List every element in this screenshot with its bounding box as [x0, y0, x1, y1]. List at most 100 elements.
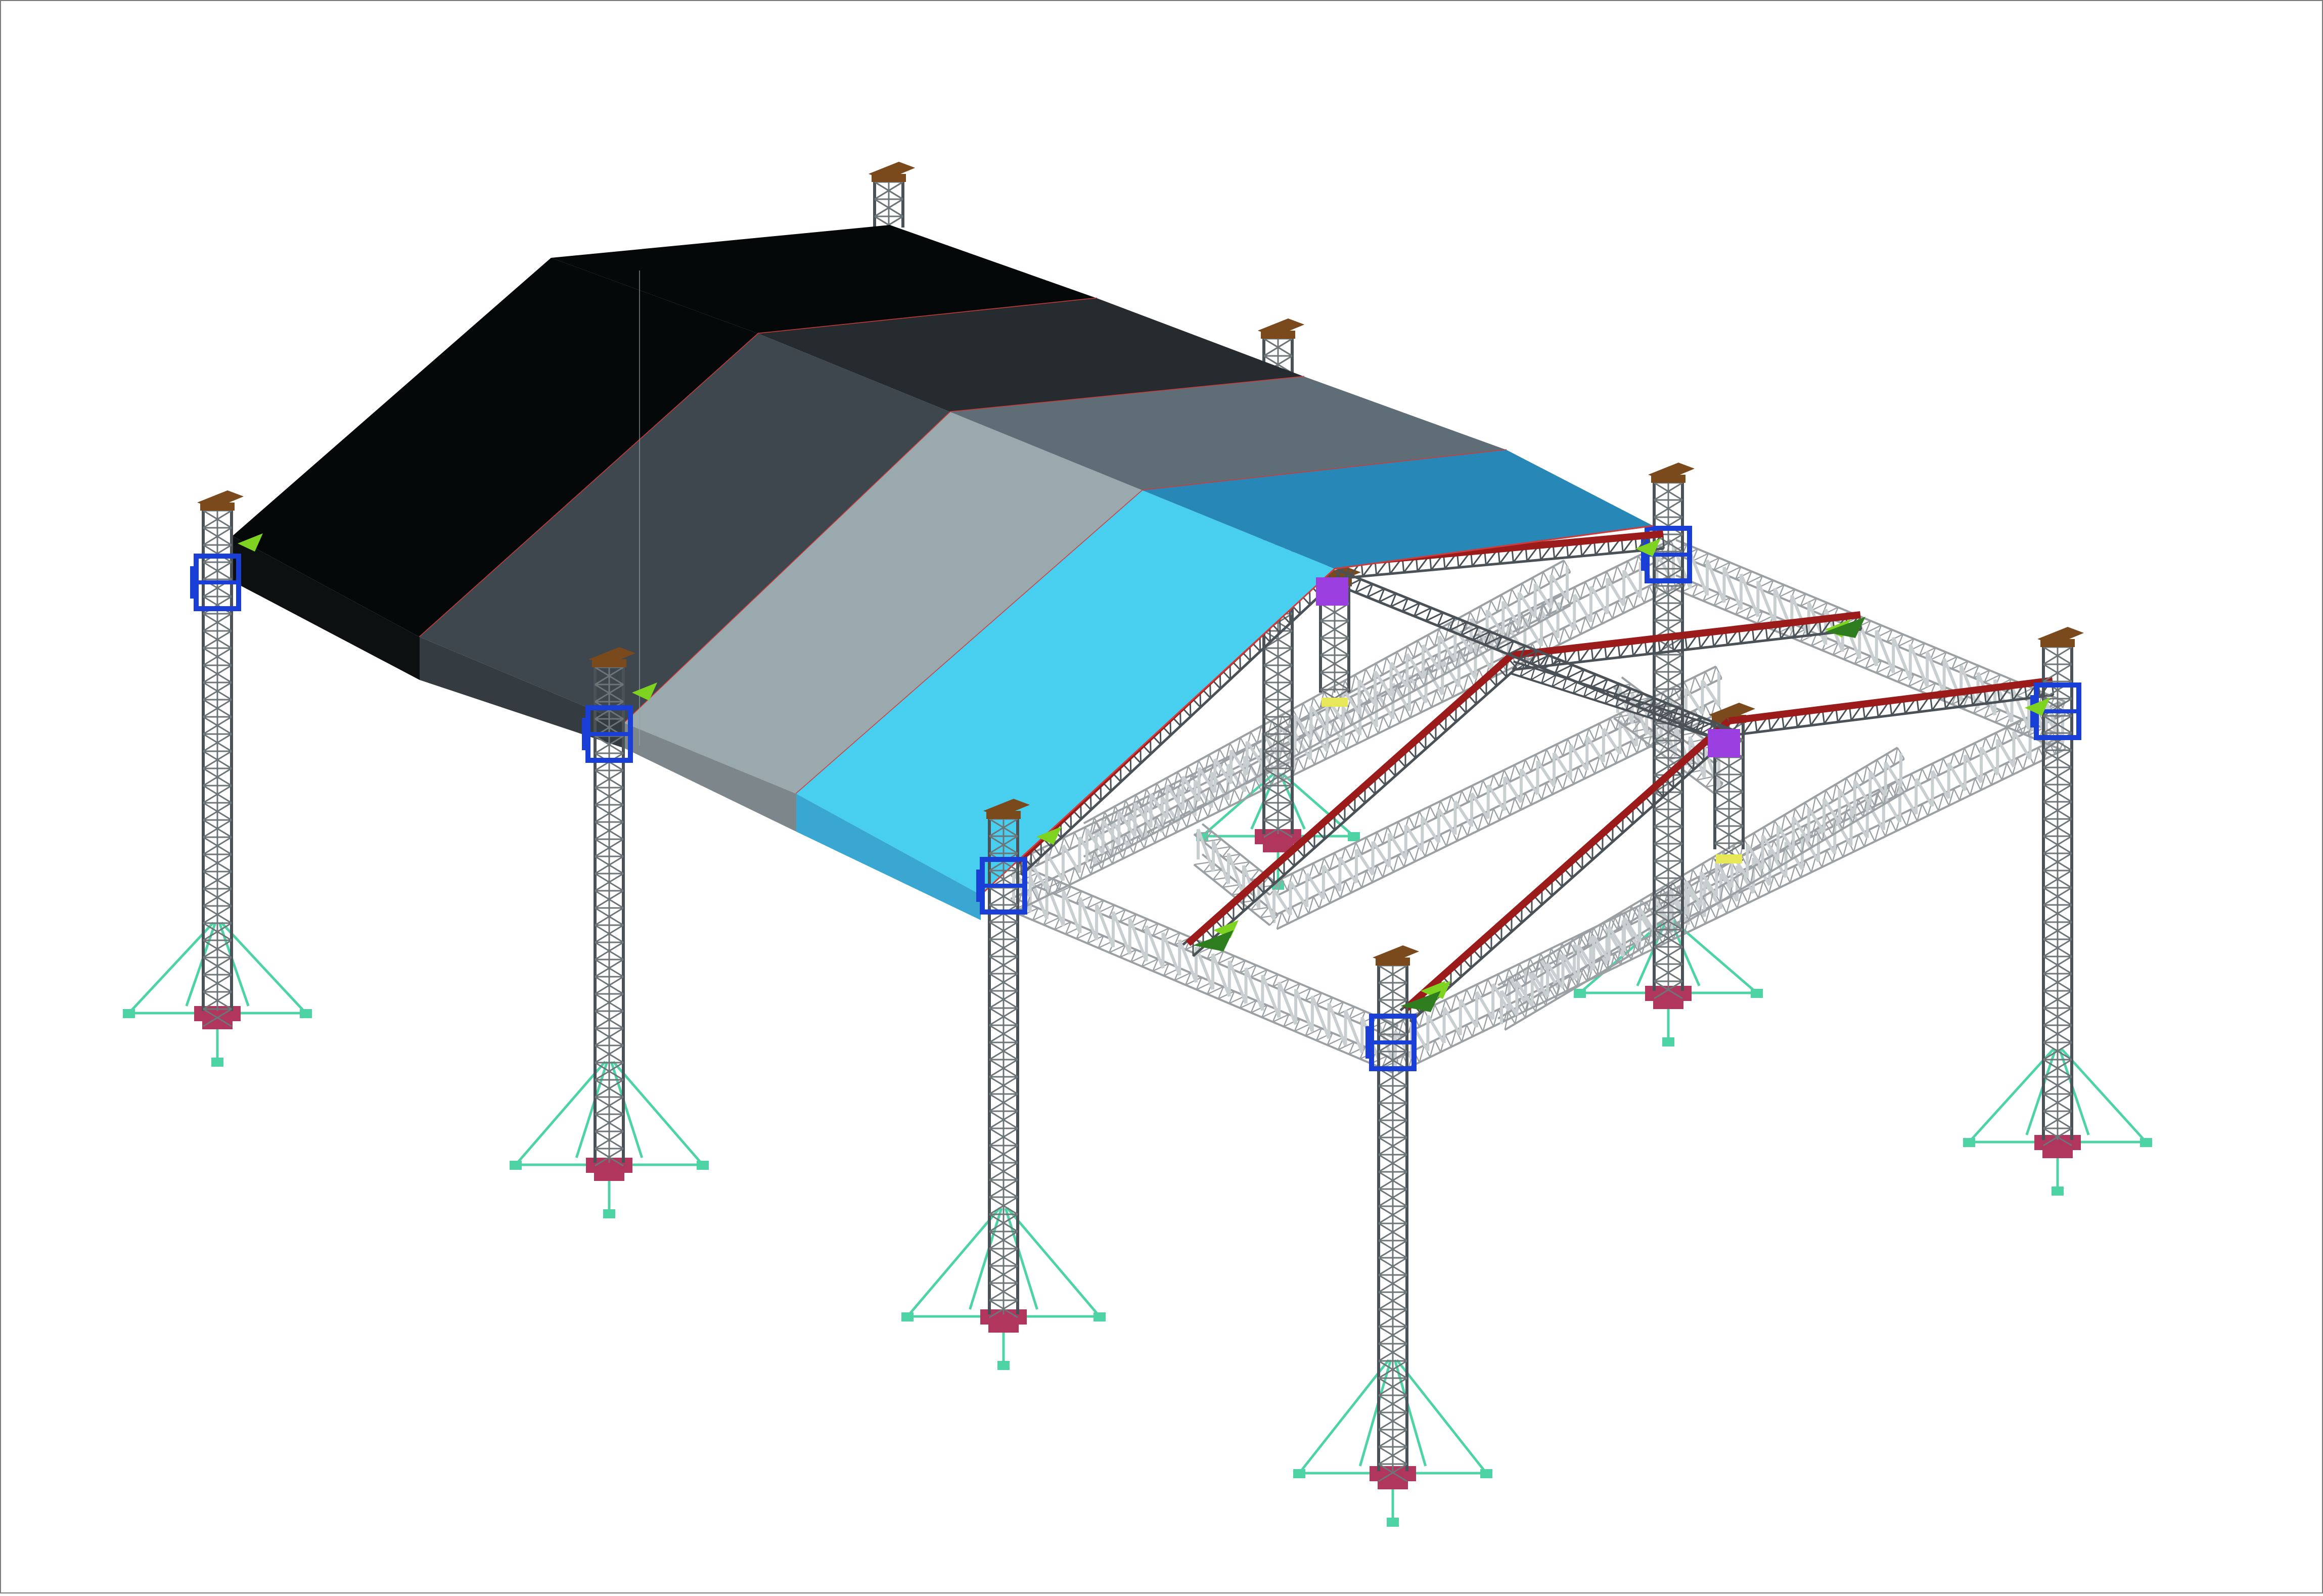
outrigger-tower-front-left-back [123, 922, 312, 1067]
tower-lacing [203, 510, 232, 1027]
outrigger-brace [612, 1061, 704, 1166]
corner-block-icon [1708, 729, 1740, 757]
ballast-foot [1094, 1312, 1106, 1321]
outrigger-brace [220, 922, 307, 1014]
ballast-foot [1574, 989, 1586, 998]
outrigger-brace [1004, 1208, 1038, 1310]
outrigger-brace [1281, 772, 1355, 837]
tower-front-left [582, 647, 635, 1167]
outrigger-brace [1968, 1048, 2055, 1143]
outrigger-brace [515, 1061, 606, 1166]
roof-panel-4-end-drop [796, 794, 981, 920]
outrigger-brace [906, 1207, 1000, 1317]
truss-lacing [1011, 868, 1399, 1038]
roof-panel-4-slope [796, 490, 1335, 895]
rafter-ridge-c [1727, 677, 2055, 737]
rafter-ridge-c-top-chord [1728, 677, 2053, 724]
outrigger-brace [969, 1208, 1003, 1310]
roof-panel-3 [624, 377, 1507, 832]
tower-top-cap-icon [983, 799, 1030, 817]
detail-hardware-layer [238, 533, 2050, 1012]
outrigger-brace [128, 922, 214, 1014]
tower-back-right [1641, 463, 1695, 999]
roof-panel-1 [233, 225, 1098, 680]
longitudinal-purlin-b [1509, 660, 1737, 745]
tower-top-back-left [869, 162, 915, 235]
roof-panel-4-seam [980, 525, 1654, 896]
gusset-plate [1036, 827, 1062, 845]
roof-panel-3-slope [624, 412, 1143, 794]
ballast-layer [123, 772, 2152, 1527]
rafter-front-b [1182, 652, 1518, 957]
outrigger-brace [1007, 1207, 1101, 1317]
outrigger-tower-right-end [1963, 1048, 2152, 1196]
ballast-foot [123, 1009, 135, 1018]
truss-lacing [1409, 721, 1735, 1022]
roof-panel-4 [796, 450, 1654, 920]
truss-chord [1392, 701, 2061, 1027]
ballast-foot [1293, 1469, 1305, 1478]
tower-top-cap-icon [1373, 945, 1419, 964]
outrigger-brace [2061, 1048, 2147, 1143]
tower-top-cap-icon [869, 162, 915, 180]
gusset-plate-dark [1825, 617, 1865, 638]
ballast-foot [697, 1161, 709, 1170]
outrigger-brace [1298, 1359, 1390, 1474]
truss-chord [1397, 748, 2066, 1074]
roof-panel-2-slope [420, 334, 950, 723]
tower-top-cap-icon [1258, 318, 1304, 337]
ballast-foot [1348, 832, 1360, 841]
gusset-plate [1213, 920, 1239, 938]
ballast-foot [1751, 989, 1763, 998]
tower-front-center [976, 799, 1030, 1318]
box-truss-bottom [1193, 853, 1279, 926]
tower-lacing [2043, 646, 2072, 1147]
truss-lacing [1729, 679, 2055, 736]
rafter-ridge-b-top-chord [1511, 611, 1861, 659]
tower-top-back-center [1258, 318, 1304, 391]
base-plate [1378, 1481, 1408, 1489]
roof-panel-3-end-drop [624, 723, 796, 832]
corner-block-icon [1316, 577, 1348, 606]
outrigger-brace [1669, 919, 1701, 987]
tower-front-left-back [190, 490, 244, 1027]
ballast-foot [510, 1161, 522, 1170]
truss-chord [1011, 910, 1393, 1074]
tower-right-end [2030, 627, 2084, 1147]
ballast-foot [603, 1209, 615, 1218]
box-truss-web [1085, 566, 1569, 862]
rafter-front-b-top-chord [1186, 652, 1514, 946]
tower-top-cap-icon [2037, 627, 2084, 645]
tower-top-cap-icon [589, 647, 635, 665]
roof-panel-1-slope [233, 258, 758, 637]
ballast-foot [211, 1058, 223, 1067]
base-plate [594, 1173, 624, 1181]
gusset-plate-dark [1193, 930, 1234, 951]
outrigger-tower-front-center [901, 1207, 1106, 1370]
ballast-foot [1963, 1138, 1975, 1147]
lifting-sleeve-icon [1365, 1026, 1373, 1059]
hinge-block-icon [1716, 854, 1742, 863]
truss-chord [1497, 747, 1898, 986]
base-plate [988, 1325, 1019, 1333]
gusset-plate [2025, 698, 2050, 716]
truss-chord [1504, 791, 1905, 1031]
rafter-front-c [1399, 718, 1735, 1023]
lifting-sleeve-icon [190, 566, 197, 599]
truss-chord [1513, 660, 1737, 734]
outrigger-brace [575, 1061, 609, 1158]
box-truss-web [1394, 708, 2064, 1067]
roof-panel-2-ridge-face [758, 298, 1304, 412]
roof-panel-2-end-drop [420, 637, 624, 748]
base-plate [202, 1021, 233, 1029]
tower-top-cap-icon [197, 490, 244, 509]
tower-top-cap-icon [1648, 463, 1695, 481]
ballast-foot [1480, 1469, 1492, 1478]
grid-mid-span-c [1497, 747, 1905, 1031]
tower-lacing [989, 818, 1018, 1318]
base-plate [1263, 844, 1293, 852]
roof-panel-3-ridge-face [950, 377, 1507, 490]
gusset-plate [1635, 538, 1661, 557]
rafter-front-c-top-chord [1403, 718, 1732, 1012]
